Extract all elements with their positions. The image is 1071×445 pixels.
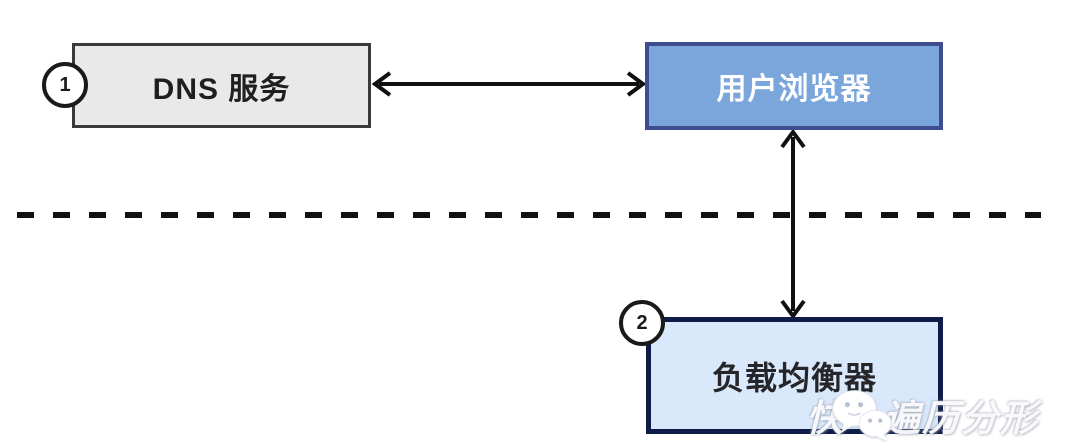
node-dns-service: DNS 服务 bbox=[72, 43, 371, 128]
browser-loadbalancer-arrow bbox=[780, 128, 806, 320]
step-badge-1: 1 bbox=[42, 62, 88, 108]
node-load-balancer-label: 负载均衡器 bbox=[711, 359, 877, 396]
step-badge-2: 2 bbox=[619, 300, 665, 346]
node-browser-label: 用户浏览器 bbox=[716, 73, 872, 106]
step-badge-2-number: 2 bbox=[636, 311, 648, 334]
node-load-balancer: 负载均衡器 bbox=[646, 317, 943, 434]
node-user-browser: 用户浏览器 bbox=[645, 42, 943, 130]
dns-browser-arrow bbox=[371, 71, 647, 97]
node-dns-label: DNS 服务 bbox=[152, 72, 291, 106]
step-badge-1-number: 1 bbox=[59, 73, 71, 96]
